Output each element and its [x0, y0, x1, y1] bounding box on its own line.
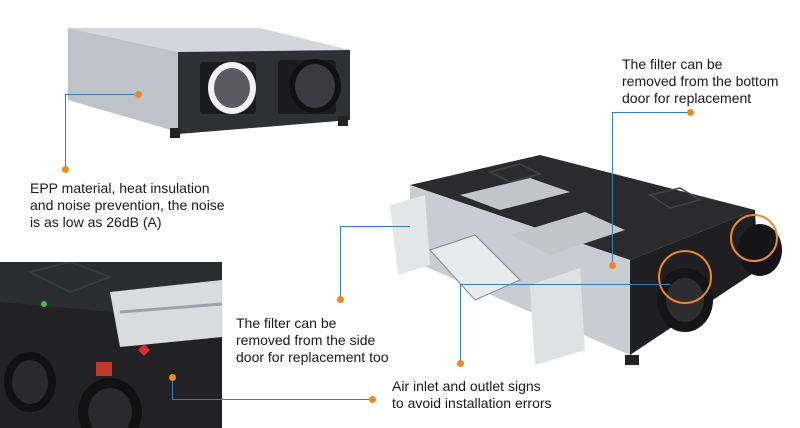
signs-leader-main-v [460, 284, 461, 362]
unit-main-illustration [390, 155, 782, 365]
side-door-leader-h [340, 226, 410, 227]
callout-dot [687, 109, 694, 116]
bottom-door-leader-h [612, 112, 690, 113]
signs-leader-main-h [460, 284, 670, 285]
caption-side-door: The filter can be removed from the side … [236, 315, 389, 365]
caption-epp: EPP material, heat insulation and noise … [30, 180, 225, 230]
caption-signs: Air inlet and outlet signs to avoid inst… [392, 378, 552, 411]
signs-leader-h [172, 399, 372, 400]
unit-top-image [60, 22, 360, 147]
bottom-door-leader-v [612, 112, 613, 264]
callout-dot [169, 374, 176, 381]
callout-dot [369, 396, 376, 403]
signs-leader-v [172, 378, 173, 400]
unit-top-illustration [68, 28, 350, 138]
highlight-ring [658, 250, 712, 304]
callout-dot [609, 262, 616, 269]
callout-dot [62, 166, 69, 173]
side-door-leader-v [340, 226, 341, 298]
callout-dot [457, 360, 464, 367]
epp-leader-h [65, 94, 135, 95]
caption-bottom-door: The filter can be removed from the botto… [622, 56, 779, 106]
callout-dot [135, 91, 142, 98]
unit-main-image [380, 150, 800, 390]
epp-leader-v [65, 94, 66, 166]
unit-closeup-image [0, 262, 222, 428]
highlight-ring [730, 214, 778, 262]
closeup-illustration [0, 262, 222, 428]
callout-dot [337, 296, 344, 303]
